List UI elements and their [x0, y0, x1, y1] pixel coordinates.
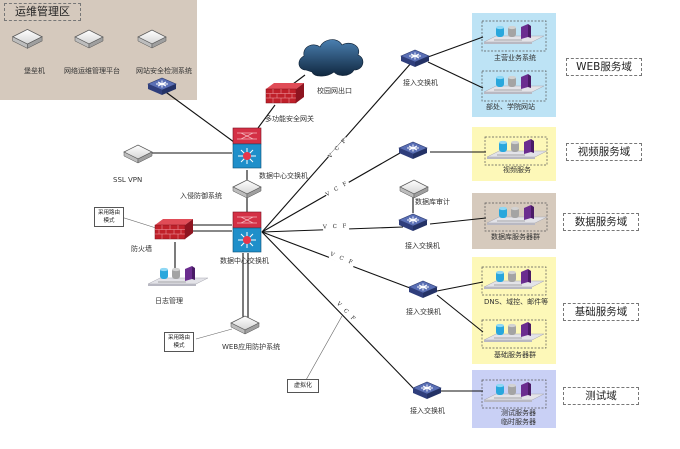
access-switch-data-label: 接入交换机	[405, 242, 440, 250]
mgmt-zone-title: 运维管理区	[4, 3, 81, 21]
db-audit-label: 数据库审计	[415, 198, 450, 206]
link-base-group	[436, 294, 484, 333]
access-switch-test-label: 接入交换机	[410, 407, 445, 415]
core-switch-1-label: 数据中心交换机	[259, 172, 308, 180]
access-switch-base-icon	[408, 280, 438, 299]
group-frame-dns	[481, 266, 547, 296]
domain-label-web: WEB服务域	[566, 58, 642, 76]
group-frame-sites	[481, 70, 547, 102]
access-switch-web-label: 接入交换机	[403, 79, 438, 87]
ips-label: 入侵防御系统	[180, 192, 222, 200]
group-sites-label: 部处、学院网站	[486, 103, 535, 111]
group-main-label: 主营业务系统	[494, 54, 536, 62]
link-vcf-test	[261, 231, 416, 391]
core-switch-2-label: 数据中心交换机	[220, 257, 269, 265]
domain-label-test: 测试域	[563, 387, 639, 405]
firewall-label: 防火墙	[131, 245, 152, 253]
note-leader-waf	[195, 328, 233, 340]
note-leader-fw	[117, 215, 157, 229]
ssl-vpn-label: SSL VPN	[113, 176, 143, 184]
link-data	[429, 217, 487, 225]
link-mgmt-core	[162, 89, 239, 146]
access-switch-web-icon	[400, 49, 430, 68]
waf-label: WEB应用防护系统	[222, 343, 281, 351]
security-gateway-icon	[265, 82, 305, 104]
ssl-vpn-icon	[123, 144, 153, 164]
access-switch-data-icon	[398, 213, 428, 232]
waf-mode-note: 采用路由模式	[164, 332, 194, 352]
group-frame-main	[481, 20, 547, 52]
access-switch-video-icon	[398, 141, 428, 160]
group-frame-video	[484, 136, 548, 166]
security-gateway-label: 多功能安全网关	[265, 115, 314, 123]
log-mgmt-label: 日志管理	[155, 297, 183, 305]
firewall-mode-note: 采用路由模式	[94, 207, 124, 227]
core-switch-2-icon	[232, 211, 262, 253]
virtualization-note: 虚拟化	[287, 379, 319, 393]
note-leader-virt	[305, 315, 343, 381]
access-switch-test-icon	[412, 381, 442, 400]
campus-cloud-icon	[298, 39, 364, 77]
web-scan-label: 网站安全检测系统	[136, 67, 192, 75]
group-video-label: 视频服务	[503, 166, 531, 174]
db-audit-icon	[399, 179, 429, 199]
core-switch-1-icon	[232, 127, 262, 169]
domain-label-video: 视频服务域	[566, 143, 642, 161]
link-gw-core	[257, 104, 276, 129]
ips-icon	[232, 179, 262, 199]
waf-icon	[230, 315, 260, 335]
access-switch-base-label: 接入交换机	[406, 308, 441, 316]
link-web-sites	[427, 61, 484, 89]
ops-platform-label: 网络运维管理平台	[64, 67, 120, 75]
group-dns-label: DNS、域控、邮件等	[484, 298, 549, 306]
domain-label-base: 基础服务域	[563, 303, 639, 321]
group-frame-db	[484, 202, 548, 232]
link-base-dns	[436, 281, 484, 292]
group-test-label: 测试服务器 临时服务器	[501, 409, 536, 426]
group-frame-test	[481, 379, 547, 409]
domain-label-data: 数据服务域	[563, 213, 639, 231]
group-db-label: 数据库服务器群	[491, 233, 540, 241]
link-web-main	[427, 36, 484, 58]
log-server-icon	[147, 265, 209, 287]
campus-exit-label: 校园网出口	[317, 87, 352, 95]
firewall-icon	[154, 218, 194, 240]
bastion-host-label: 堡垒机	[24, 67, 45, 75]
group-base-label: 基础服务器群	[494, 351, 536, 359]
group-frame-base	[481, 319, 547, 349]
